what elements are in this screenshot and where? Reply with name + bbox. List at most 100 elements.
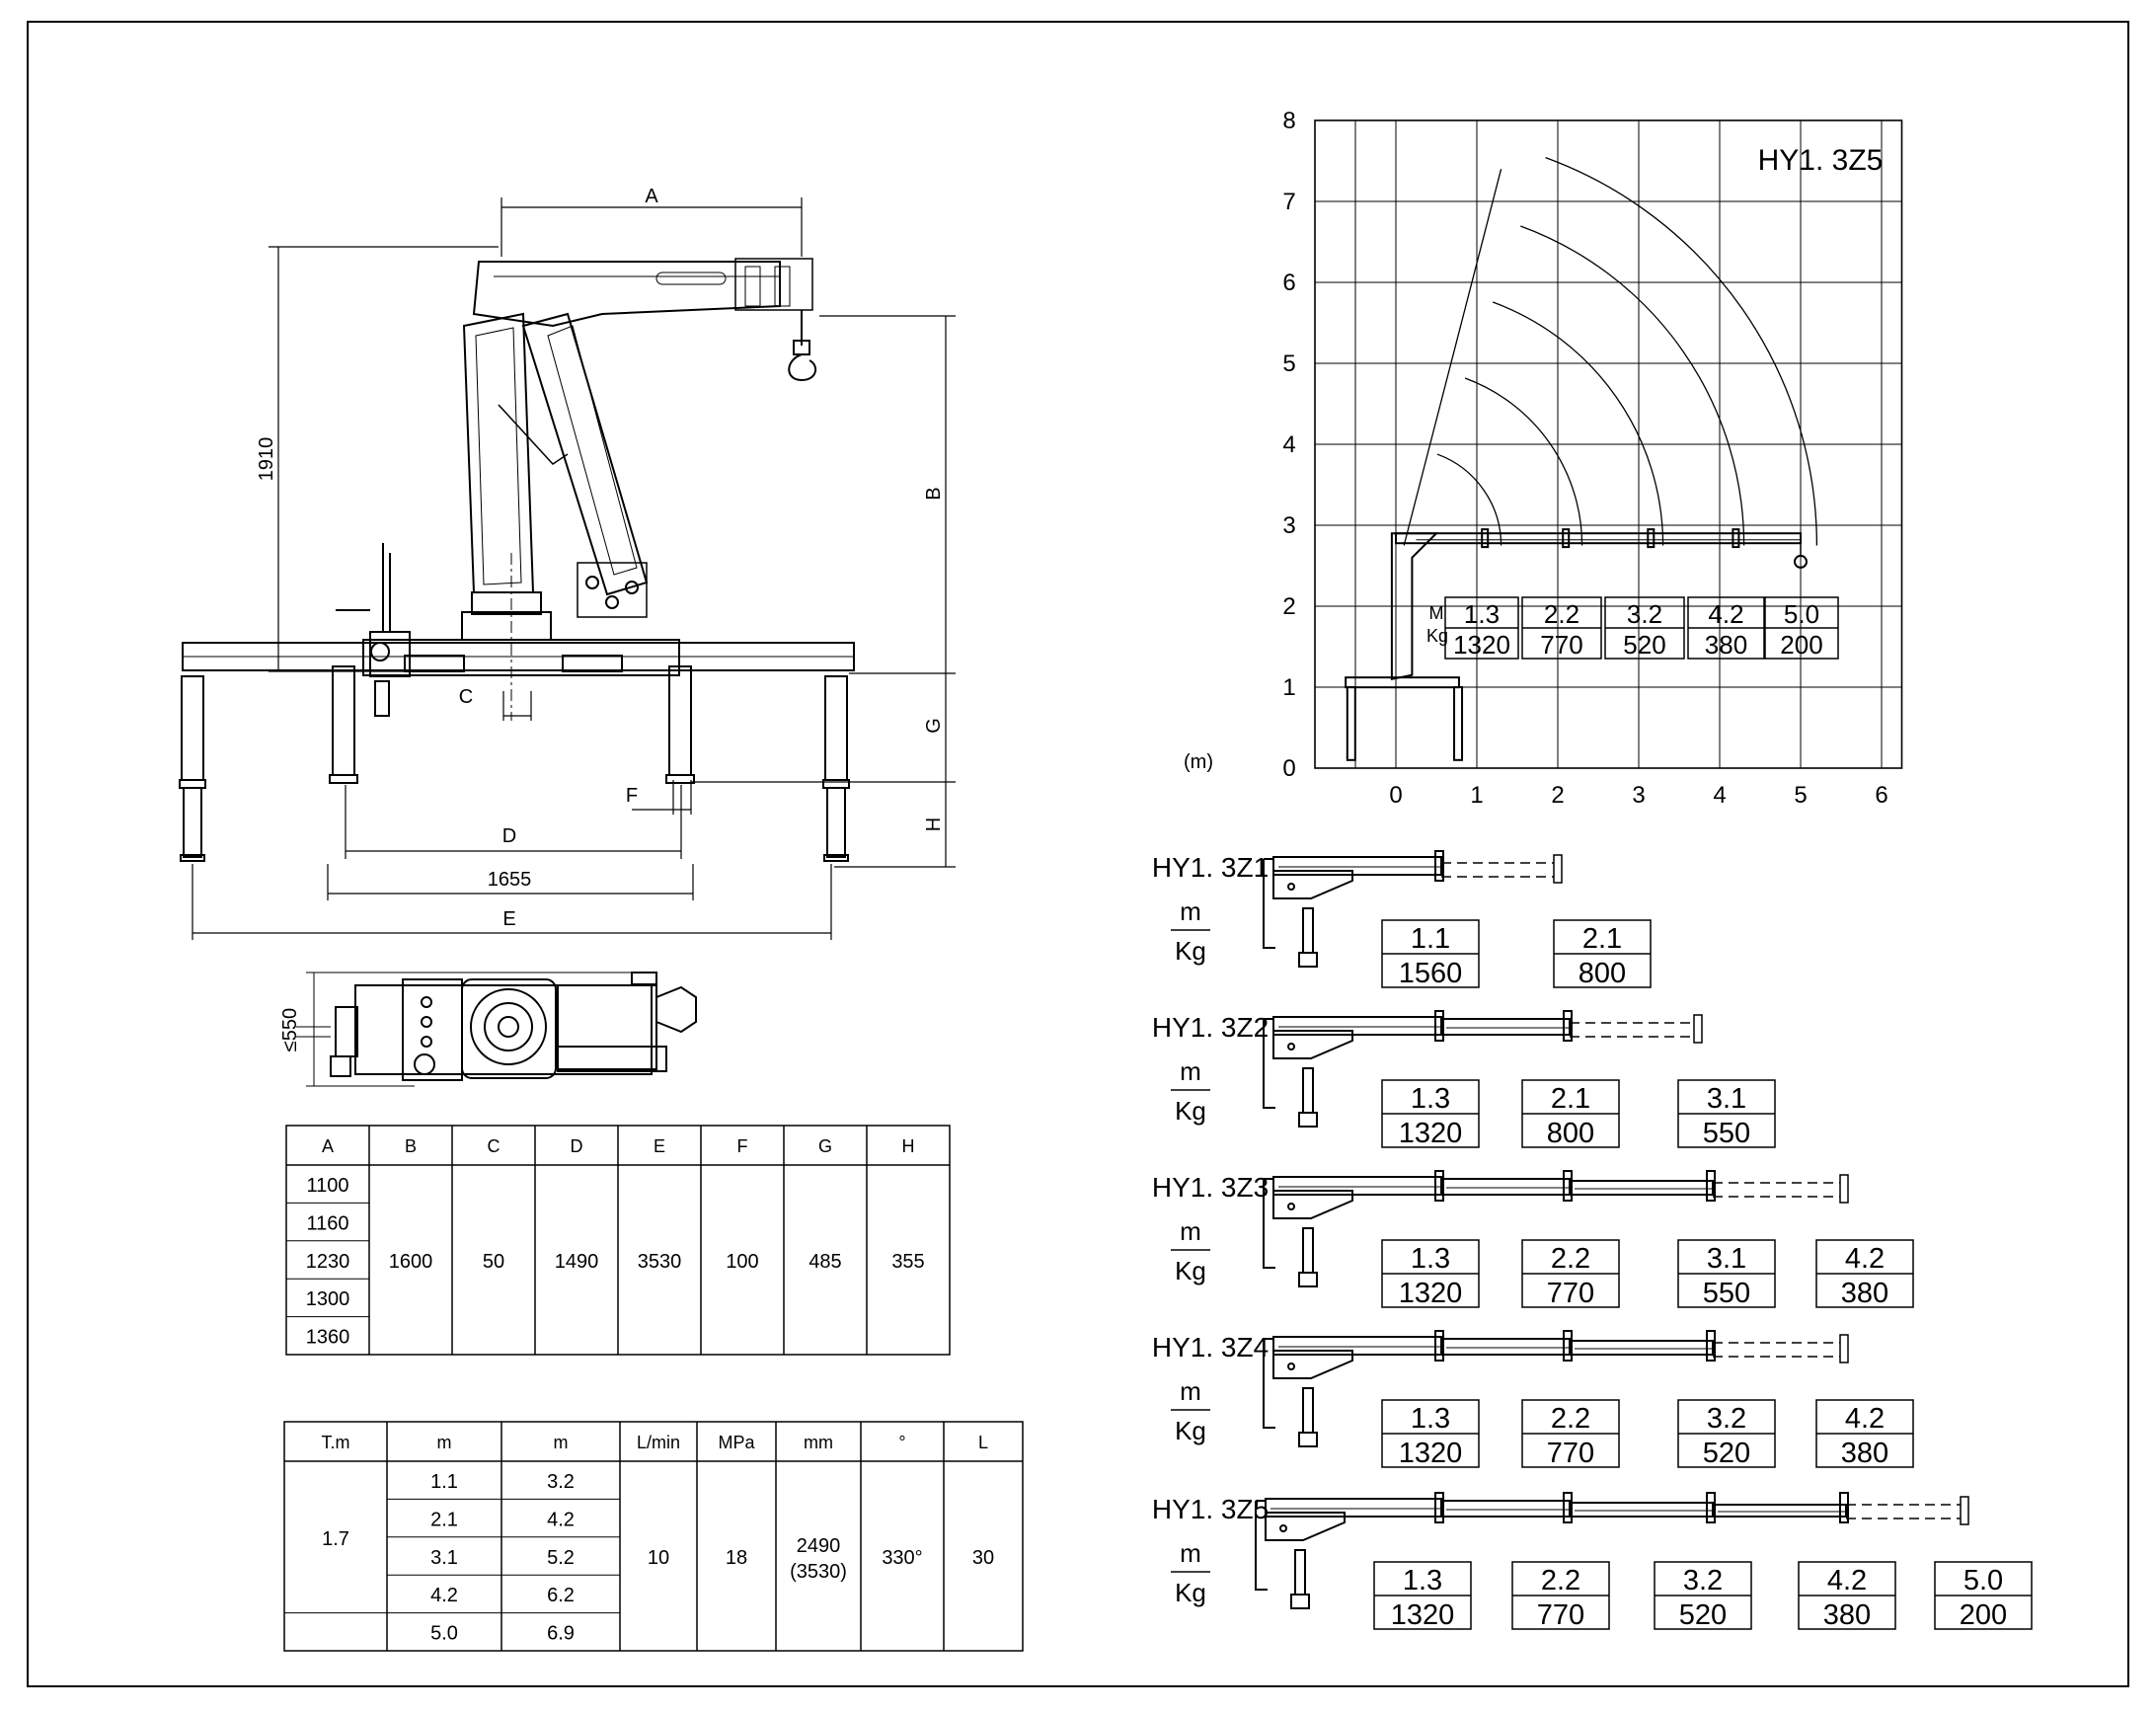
config-load-kg: 520 [1703, 1438, 1750, 1469]
y-tick-label: 1 [1282, 674, 1295, 701]
config-load-reach: 1.1 [1411, 923, 1450, 955]
x-tick-label: 0 [1389, 782, 1402, 809]
chart-unit: (m) [1184, 751, 1213, 773]
config-load-kg: 200 [1960, 1599, 2007, 1631]
side-view-dimensions [192, 197, 956, 940]
sheet-border [27, 21, 2129, 1687]
radius-arc [1492, 301, 1664, 546]
inner-leg-left [329, 665, 358, 784]
outer-leg-right [822, 675, 850, 862]
spec-table [283, 1421, 1024, 1652]
config-load-reach: 3.2 [1683, 1565, 1723, 1596]
config-load-kg: 1560 [1399, 958, 1463, 989]
dim-table-a-value: 1360 [306, 1327, 350, 1349]
config-unit-m: m [1180, 1376, 1201, 1406]
config-load-kg: 550 [1703, 1118, 1750, 1149]
dim-table-a-value: 1300 [306, 1288, 350, 1310]
config-load-kg: 770 [1547, 1438, 1594, 1469]
dim-table-header: H [902, 1136, 915, 1156]
config-load-reach: 2.1 [1551, 1083, 1590, 1115]
crane-column [461, 312, 552, 641]
dim-label-width: 1655 [488, 869, 532, 891]
x-tick-label: 1 [1470, 782, 1483, 809]
chart-load-kg: 380 [1705, 630, 1747, 660]
dim-label-e: E [502, 908, 515, 930]
spec-reach-b: 3.2 [547, 1471, 575, 1493]
config-load-kg: 1320 [1399, 1438, 1463, 1469]
config-load-reach: 4.2 [1845, 1243, 1885, 1275]
config-load-reach: 2.1 [1582, 923, 1622, 955]
top-view [296, 972, 697, 1087]
radius-arc [1436, 453, 1502, 546]
top-view-width: ≤550 [279, 1008, 301, 1051]
spec-angle: 330° [882, 1547, 922, 1569]
spec-mm: 2490 [797, 1535, 841, 1557]
dim-table-header: B [405, 1136, 417, 1156]
dim-label-f: F [626, 785, 638, 807]
spec-reach-b: 4.2 [547, 1509, 575, 1530]
config-load-kg: 1320 [1391, 1599, 1455, 1631]
chart-load-reach: 3.2 [1627, 599, 1662, 629]
dim-table-value: 50 [483, 1251, 504, 1273]
config-load-reach: 2.2 [1541, 1565, 1580, 1596]
chart-load-kg: 1320 [1453, 630, 1510, 660]
config-unit-kg: Kg [1175, 1256, 1206, 1285]
spec-table-header: T.m [322, 1433, 350, 1452]
spec-table-header: L [978, 1433, 988, 1452]
dim-table-header: G [818, 1136, 832, 1156]
y-tick-label: 0 [1282, 755, 1295, 782]
radius-arc [1520, 225, 1745, 546]
spec-flow: 10 [648, 1547, 669, 1569]
control-station [336, 543, 411, 717]
spec-table-header: MPa [718, 1433, 755, 1452]
y-tick-label: 4 [1282, 431, 1295, 458]
upper-boom [472, 258, 813, 328]
config-unit-kg: Kg [1175, 1096, 1206, 1126]
chart-load-kg: 200 [1780, 630, 1822, 660]
dim-table-value: 100 [726, 1251, 758, 1273]
config-load-reach: 3.1 [1707, 1243, 1746, 1275]
dim-table-header: C [488, 1136, 500, 1156]
y-tick-label: 5 [1282, 350, 1295, 377]
dim-table-value: 3530 [638, 1251, 682, 1273]
config-load-kg: 770 [1547, 1278, 1594, 1309]
config-load-reach: 1.3 [1411, 1083, 1450, 1115]
dim-label-c: C [459, 686, 473, 708]
config-load-kg: 800 [1578, 958, 1626, 989]
chart-load-kg: 770 [1540, 630, 1582, 660]
dim-label-height: 1910 [256, 437, 277, 482]
side-view [179, 258, 855, 862]
config-load-reach: 2.2 [1551, 1243, 1590, 1275]
spec-mm-alt: (3530) [790, 1561, 847, 1583]
chart-unit-kg: Kg [1426, 626, 1448, 646]
chart-load-kg: 520 [1623, 630, 1665, 660]
dim-table-value: 355 [891, 1251, 924, 1273]
dim-label-b: B [923, 487, 945, 500]
config-load-reach: 4.2 [1827, 1565, 1867, 1596]
inner-leg-right [665, 665, 695, 784]
config-load-kg: 1320 [1399, 1278, 1463, 1309]
config-unit-m: m [1180, 896, 1201, 926]
chart-unit-m: M [1429, 603, 1444, 623]
spec-reach-b: 5.2 [547, 1547, 575, 1569]
config-load-reach: 2.2 [1551, 1403, 1590, 1435]
chart-load-reach: 5.0 [1784, 599, 1819, 629]
outer-leg-left [179, 675, 206, 862]
dim-table-header: D [571, 1136, 583, 1156]
config-crane [1263, 1010, 1573, 1128]
spec-table-header: m [554, 1433, 569, 1452]
y-tick-label: 8 [1282, 108, 1295, 134]
dim-table-header: E [654, 1136, 665, 1156]
config-load-kg: 550 [1703, 1278, 1750, 1309]
dim-label-d: D [502, 825, 516, 847]
y-tick-label: 3 [1282, 512, 1295, 539]
config-unit-m: m [1180, 1216, 1201, 1246]
config-load-kg: 520 [1679, 1599, 1727, 1631]
spec-tm: 1.7 [322, 1528, 349, 1550]
chart-load-reach: 2.2 [1544, 599, 1579, 629]
config-load-reach: 3.1 [1707, 1083, 1746, 1115]
